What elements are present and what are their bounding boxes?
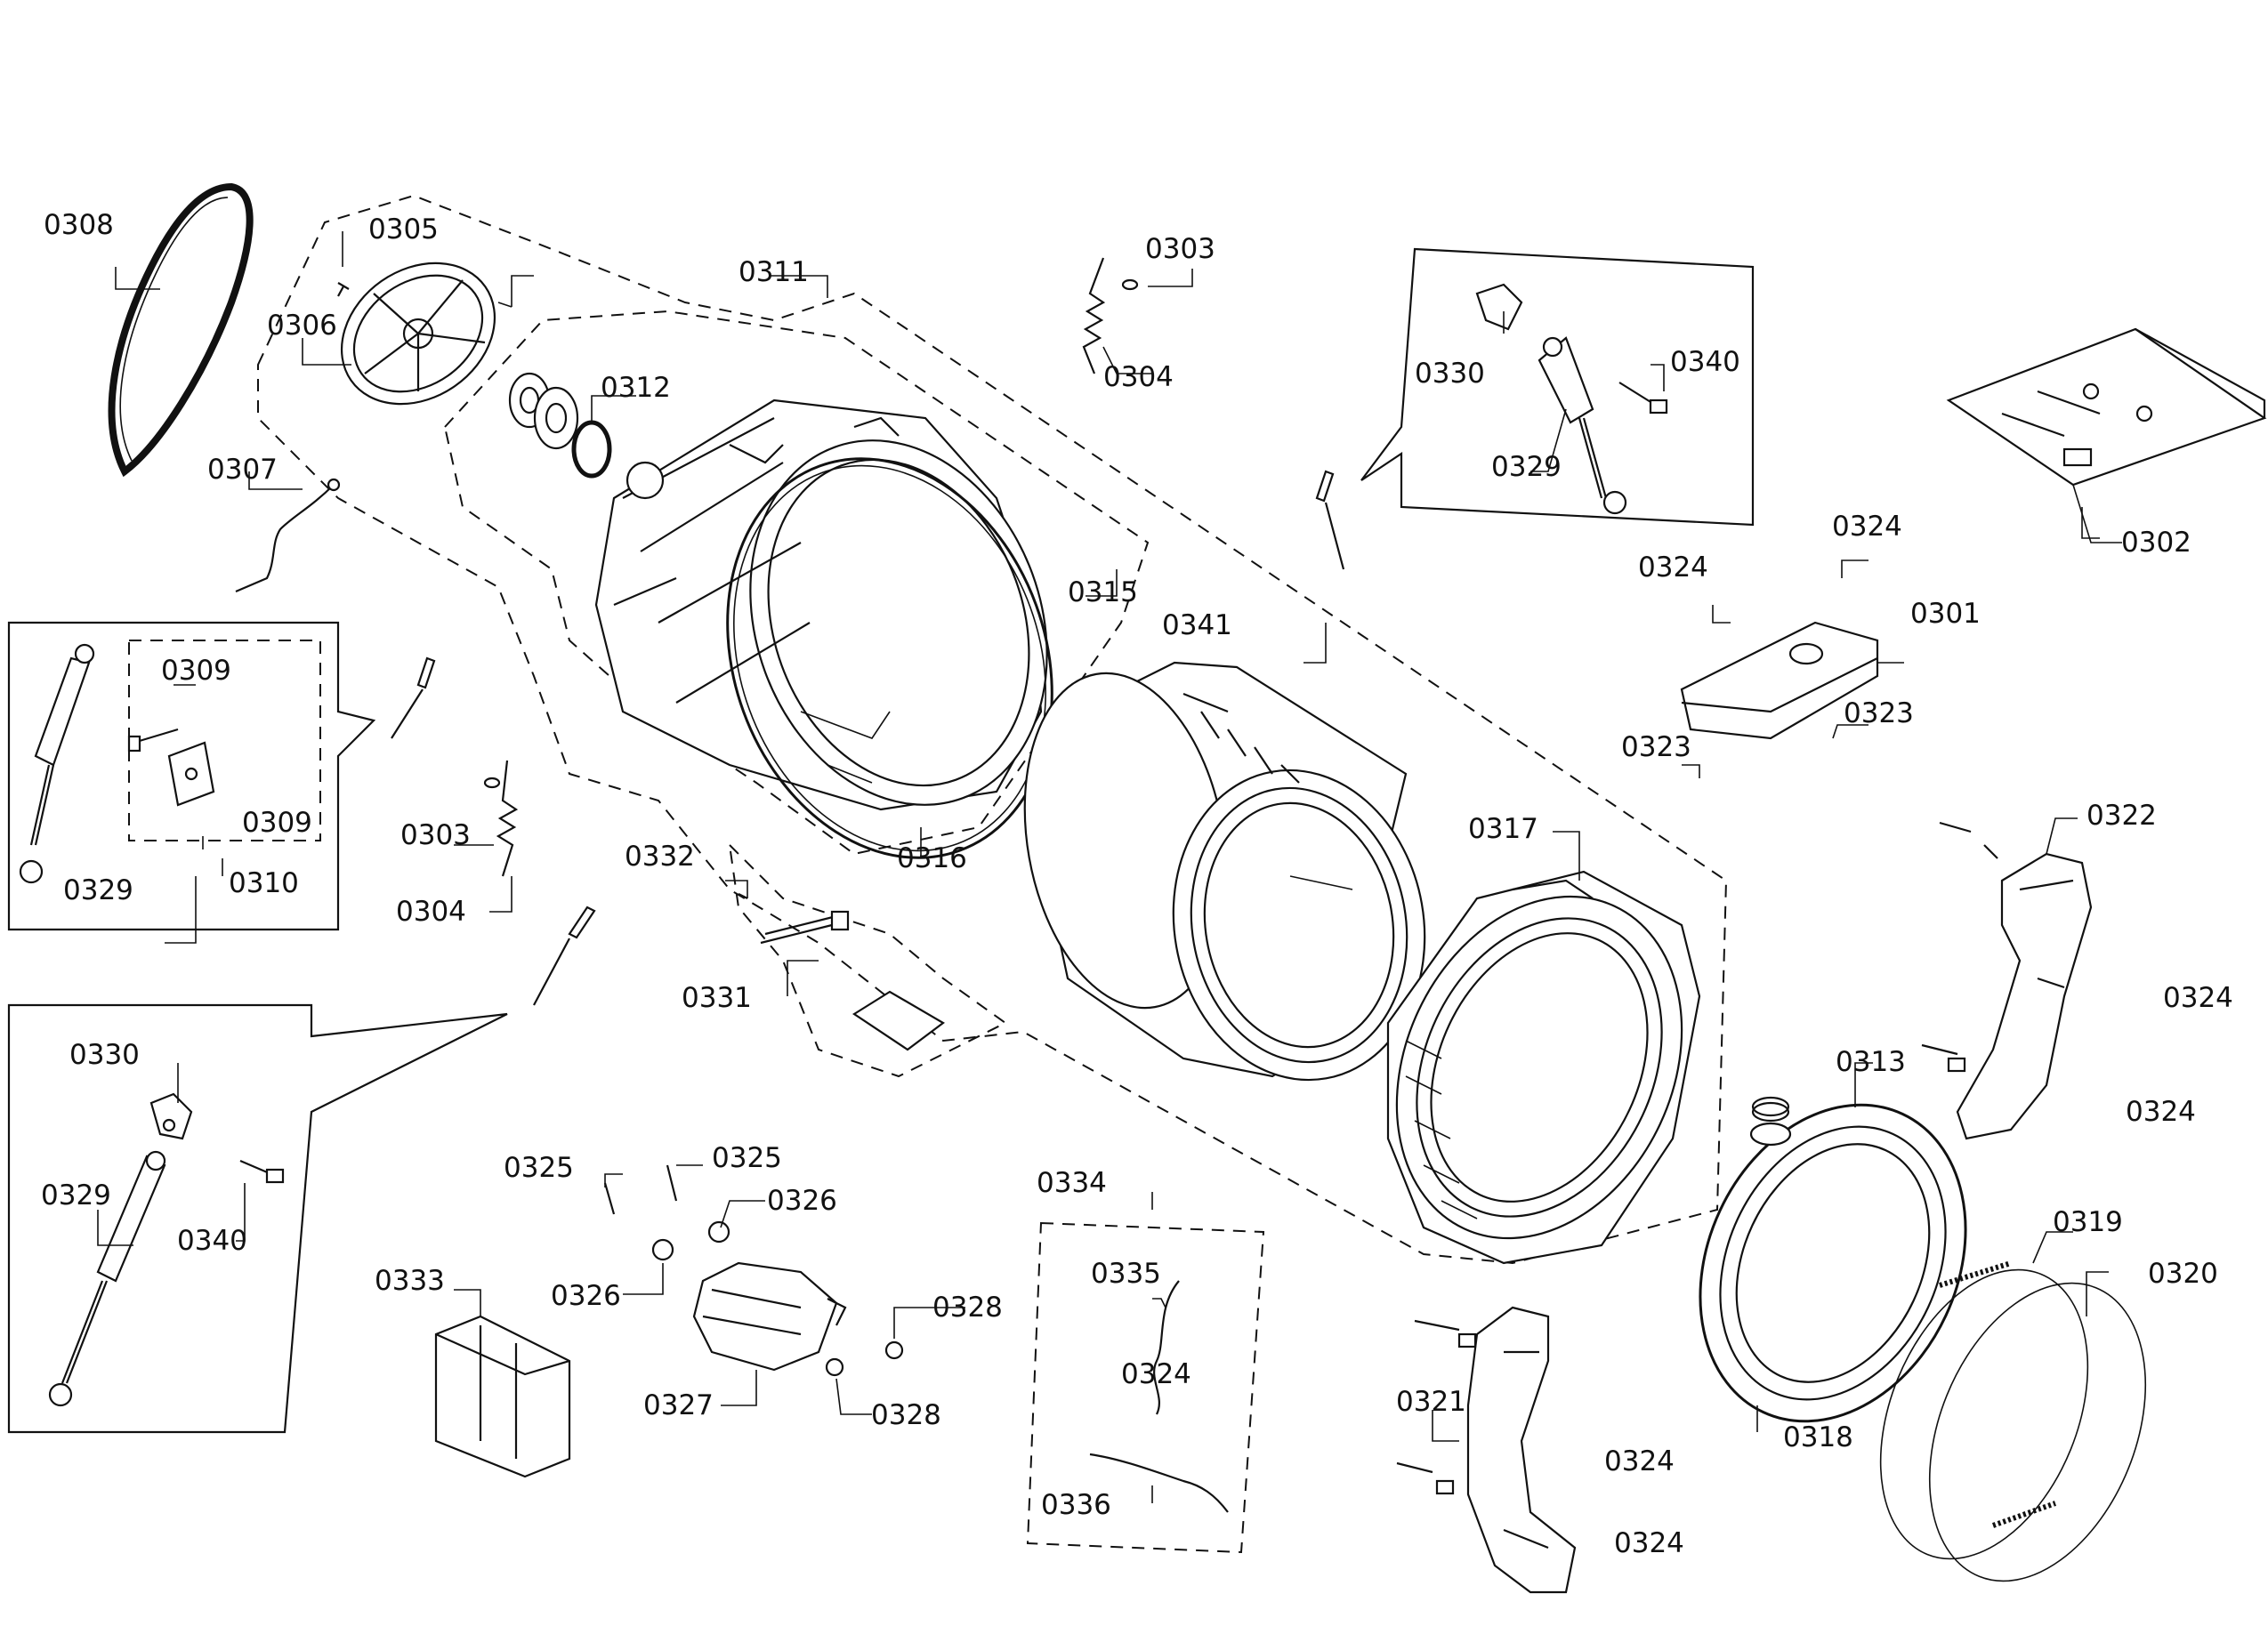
label-0341: 0341 [1162,609,1232,641]
label-0315: 0315 [1068,576,1138,608]
label-0326-a: 0326 [767,1185,837,1217]
label-0331: 0331 [682,982,752,1014]
bolt-0340 [239,382,1668,1184]
label-0335: 0335 [1091,1258,1161,1290]
bracket-0330 [149,283,1523,1140]
label-0318: 0318 [1783,1421,1853,1453]
motor-0327 [692,1261,847,1372]
leader-lines [97,231,2122,1503]
detail-box-0334 [1026,1221,1265,1554]
label-0321: 0321 [1396,1386,1466,1418]
label-0310: 0310 [229,867,299,899]
label-0303-mid: 0303 [400,819,471,851]
belt-0308 [108,182,254,478]
label-0309-b: 0309 [242,807,312,839]
wire-0335 [1153,1280,1180,1415]
weight-0322 [1921,821,2093,1140]
front-tub-0317 [1386,870,1701,1265]
label-0305: 0305 [368,213,439,246]
pulley-0306 [337,262,496,406]
label-0340-a: 0340 [1670,346,1740,378]
part-labels: 0301 0302 0303 0303 0304 0304 0305 0306 … [41,209,2233,1559]
label-0328-b: 0328 [871,1399,941,1431]
label-0304-top: 0304 [1103,361,1174,393]
label-0324-e: 0324 [1604,1445,1675,1477]
label-0340-b: 0340 [177,1225,247,1257]
label-0325-b: 0325 [712,1142,782,1174]
label-0311: 0311 [739,256,809,288]
label-0332: 0332 [625,841,695,873]
label-0329-a: 0329 [1491,451,1562,483]
label-0313: 0313 [1836,1046,1906,1078]
label-0319: 0319 [2053,1206,2123,1238]
label-0320: 0320 [2148,1258,2218,1290]
detail-box-left [7,621,376,931]
plate-0302 [1946,327,2267,487]
label-0312: 0312 [601,372,671,404]
label-0309-a: 0309 [161,655,231,687]
detail-box-bottom-left [7,1003,508,1434]
heater-plate [852,990,945,1051]
rear-tub-0311 [594,398,1048,811]
wire-0307 [235,478,341,593]
label-0302: 0302 [2121,527,2191,559]
label-0323-a: 0323 [1844,697,1914,729]
label-0330-a: 0330 [1415,358,1485,390]
detail-box-top-right [1360,247,1755,527]
spring-0304-top [1082,257,1139,374]
shock-absorber-0329-top [1538,336,1627,515]
module-0333 [434,1315,571,1478]
clamp-0320 [1928,1282,2147,1582]
label-0326-b: 0326 [551,1280,621,1312]
label-0334: 0334 [1037,1167,1107,1199]
label-0304-mid: 0304 [396,896,466,928]
shock-absorber-0329-bottom [48,1150,166,1407]
shock-absorber-0329-left [19,643,95,884]
label-0330-b: 0330 [69,1039,140,1071]
label-0329-c: 0329 [41,1179,111,1211]
label-0306: 0306 [267,310,337,342]
ring-0316 [726,457,1053,859]
clamp-0319 [1879,1260,2089,1560]
bracket-0301 [1680,621,1879,740]
label-0303-top: 0303 [1145,233,1215,265]
heater-0331 [738,893,850,945]
label-0333: 0333 [375,1265,445,1297]
label-0322: 0322 [2086,800,2157,832]
shock-absorber-small [391,470,1345,1006]
label-0329-b: 0329 [63,874,133,906]
label-0324-d: 0324 [2126,1096,2196,1128]
label-0323-b: 0323 [1621,731,1691,763]
label-0307: 0307 [207,454,278,486]
label-0317: 0317 [1468,813,1538,845]
door-seal-0318 [1699,1103,1967,1423]
label-0324-a: 0324 [1832,511,1902,543]
spring-0304-mid [483,760,519,877]
drum-0341 [1023,661,1426,1082]
label-0324-c: 0324 [2163,982,2233,1014]
label-0325-a: 0325 [504,1152,574,1184]
label-0316: 0316 [897,842,967,874]
label-0328-a: 0328 [932,1292,1003,1324]
label-0324-g: 0324 [1121,1358,1191,1390]
label-0308: 0308 [44,209,114,241]
label-0324-f: 0324 [1614,1527,1684,1559]
weight-0321 [1396,1306,1577,1594]
bracket-0310 [127,728,215,807]
clamp-0313 [1751,1096,1790,1123]
fasteners [603,1164,904,1377]
bearings-0312 [508,372,612,479]
label-0301: 0301 [1910,598,1981,630]
label-0327: 0327 [643,1389,714,1421]
label-0324-b: 0324 [1638,551,1708,584]
label-0336: 0336 [1041,1489,1111,1521]
wire-0336 [1089,1453,1229,1513]
